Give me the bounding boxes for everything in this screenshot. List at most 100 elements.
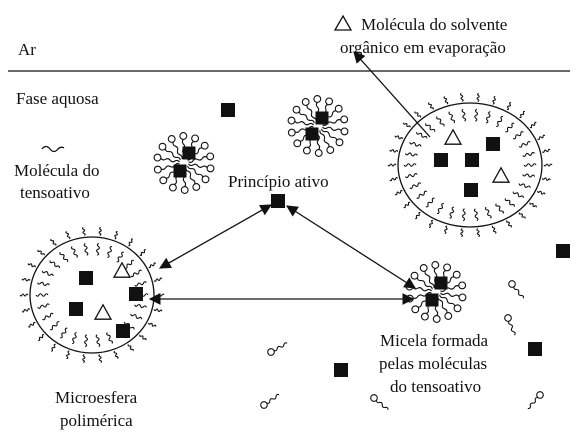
microsphere-left-outer-tail [27, 321, 36, 328]
micelle-left-head [206, 152, 215, 161]
micelle-label-line2: pelas moléculas [379, 354, 487, 373]
micelle-left-head [206, 164, 215, 173]
surfactant-molecule-label-line1: Molécula do [14, 161, 99, 180]
microsphere-right-inner-tail [425, 123, 436, 132]
microsphere-left-outer-tail [128, 238, 133, 247]
micelle-left-active-square [173, 164, 187, 178]
microsphere-right-inner-tail [403, 163, 417, 167]
microsphere-left-outer-tail [98, 354, 103, 363]
free-surfactant-head [260, 401, 268, 409]
microsphere-right-outer-tail [529, 121, 537, 129]
micelle-label-line1: Micela formada [380, 331, 489, 350]
micelle-right-head [420, 312, 429, 321]
microsphere-left-inner-tail [60, 327, 68, 339]
micelle-left-head [167, 135, 176, 143]
microsphere-right-inner-tail [504, 198, 515, 207]
microsphere-left-inner-tail [134, 281, 147, 287]
micelle-top-tail [306, 104, 317, 123]
micelle-left-head [153, 165, 162, 174]
microsphere-left-outer-tail [27, 263, 36, 268]
microsphere-left-inner-tail [116, 251, 124, 263]
micelle-right-tail [440, 292, 460, 298]
microsphere-left-outer-tail [148, 262, 157, 269]
micelle-left-head [159, 176, 168, 185]
microsphere-left-solvent-triangle [93, 303, 113, 320]
microsphere-left-outer-tail [66, 350, 70, 360]
microsphere-left-outer-tail [37, 249, 45, 256]
micelle-right-tail [424, 270, 435, 289]
microsphere-right-outer-tail [394, 189, 403, 196]
microsphere-left-inner-tail [95, 334, 101, 348]
micelle-top-head [340, 127, 349, 136]
micelle-left-tail [172, 141, 183, 160]
microsphere-right-inner-tail [436, 116, 445, 127]
microsphere-right-outer-tail [444, 225, 448, 235]
microsphere-left-outer-tail [65, 231, 71, 240]
micelle-top-head [334, 104, 343, 113]
microsphere-right-inner-tail [474, 108, 479, 122]
free-surfactant-head [508, 280, 516, 288]
micelle-top-tail [322, 119, 342, 126]
micelle-right-active-square [425, 293, 439, 307]
microsphere-right-outer-tail [459, 92, 464, 102]
arrow-solvent-evaporation [353, 51, 431, 138]
microsphere-left-inner-tail [59, 251, 69, 263]
microsphere-right-shell [397, 102, 543, 228]
micelle-right-tail [440, 285, 460, 292]
microsphere-left-inner-tail [71, 331, 77, 345]
microsphere-right-inner-tail [404, 152, 418, 157]
micelle-top-tail [294, 120, 314, 126]
microsphere-label-line1: Microesfera [55, 388, 138, 407]
microsphere-left-outer-tail [21, 308, 31, 313]
arrow-active-to-microsphere [158, 204, 273, 269]
micelle-right-head [419, 264, 428, 272]
micelle-right-head [458, 281, 467, 290]
micelle-right-tail [412, 286, 432, 292]
microsphere-right-inner-tail [404, 172, 418, 179]
micelle-top-head [302, 146, 311, 155]
microsphere-right-inner-tail [409, 142, 422, 147]
microsphere-left-outer-tail [21, 277, 31, 282]
microsphere-left-active-square [69, 302, 83, 316]
microsphere-left-outer-tail [98, 226, 102, 236]
free-molecules-layer [221, 103, 570, 410]
microsphere-left-inner-tail [124, 259, 135, 269]
microsphere-right-active-square [486, 137, 500, 151]
free-active-square [556, 244, 570, 258]
solvent-molecule-label-line2: orgânico em evaporação [340, 38, 506, 57]
microsphere-left-inner-tail [37, 303, 50, 309]
microsphere-right-outer-tail [543, 163, 553, 167]
microsphere-right-outer-tail [414, 111, 422, 118]
micelle-left-tail [187, 165, 204, 178]
microsphere-left-inner-tail [96, 242, 100, 256]
microsphere-left-outer-tail [113, 350, 119, 359]
microsphere-right-inner-tail [473, 208, 479, 222]
microsphere-right-outer-tail [541, 177, 551, 181]
microsphere-right-outer-tail [476, 228, 481, 238]
microsphere-right-inner-tail [523, 163, 537, 167]
microsphere-label-line2: polimérica [60, 411, 133, 430]
microsphere-right-inner-tail [496, 115, 504, 127]
micelle-left-tail [164, 148, 181, 161]
microsphere-right-inner-tail [495, 203, 504, 214]
microsphere-right-active-square [465, 153, 479, 167]
microsphere-right-outer-tail [541, 148, 551, 153]
microsphere-right-outer-tail [414, 211, 421, 220]
micelle-top-tail [294, 126, 314, 133]
microsphere-right-active-square [464, 183, 478, 197]
micelle-top-head [301, 98, 310, 106]
micelle-label-line3: do tensoativo [390, 377, 481, 396]
microsphere-left-inner-tail [37, 281, 50, 287]
active-principle-label: Princípio ativo [228, 172, 329, 191]
free-surfactant-tail [375, 400, 389, 410]
microsphere-right-inner-tail [522, 151, 536, 158]
microsphere-left-inner-tail [83, 242, 89, 256]
micelles-layer [153, 95, 467, 323]
micelle-top-tail [298, 111, 315, 124]
microsphere-left-inner-tail [106, 332, 114, 344]
microsphere-left-inner-tail [84, 334, 88, 348]
free-surfactant-tail [513, 286, 525, 299]
free-surfactant-tail [273, 342, 288, 352]
micelle-top-tail [319, 129, 330, 148]
